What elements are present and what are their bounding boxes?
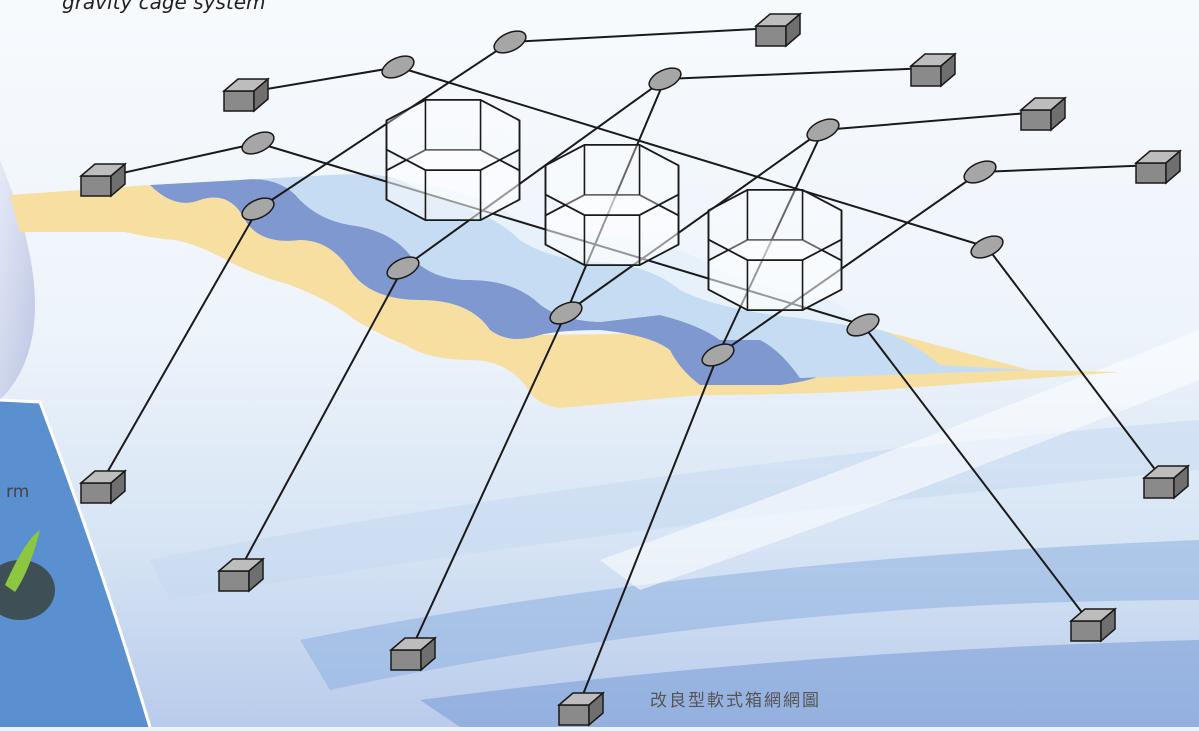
float-buoy-icon xyxy=(963,160,997,184)
deep-water-band xyxy=(150,179,830,385)
float-buoy-icon xyxy=(386,256,420,280)
anchor-block-icon xyxy=(1068,607,1118,643)
float-buoy-icon xyxy=(648,67,682,91)
mooring-line xyxy=(509,27,776,43)
cutoff-heading-text: gravity cage system xyxy=(62,0,266,14)
mooring-line xyxy=(99,142,259,179)
swoosh-3 xyxy=(420,640,1199,727)
mooring-lines xyxy=(99,27,1164,708)
mooring-line xyxy=(822,111,1041,131)
octagonal-net-cage-icon xyxy=(544,143,680,267)
float-buoy-icon xyxy=(846,313,880,337)
anchor-block-icon xyxy=(1018,96,1068,132)
mooring-line xyxy=(99,208,259,486)
float-buoy-icon xyxy=(549,301,583,325)
left-panel-edge xyxy=(0,398,152,728)
anchor-block-icon xyxy=(1141,464,1191,500)
mooring-line xyxy=(397,66,988,248)
diagram-caption: 改良型軟式箱網網圖 xyxy=(650,691,821,711)
mooring-line xyxy=(402,78,666,269)
mooring-line xyxy=(664,67,931,80)
anchor-block-icon xyxy=(753,12,803,48)
left-panel-lower xyxy=(0,400,150,727)
anchor-block-icon xyxy=(388,636,438,672)
cutoff-side-text: rm xyxy=(6,482,30,502)
logo-mark xyxy=(5,530,40,592)
anchor-block-icon xyxy=(908,52,958,88)
anchor-block-icon xyxy=(78,469,128,505)
mooring-line xyxy=(717,171,981,356)
octagonal-net-cage-icon xyxy=(385,98,521,222)
float-buoy-icon xyxy=(701,343,735,367)
float-buoys xyxy=(241,30,1004,367)
mooring-line xyxy=(409,312,567,653)
mooring-line xyxy=(565,129,824,314)
float-buoy-icon xyxy=(493,30,527,54)
float-buoy-icon xyxy=(381,55,415,79)
anchor-block-icon xyxy=(556,691,606,727)
mooring-line xyxy=(257,41,511,210)
float-buoy-icon xyxy=(806,118,840,142)
left-panel-upper xyxy=(0,160,35,400)
anchor-block-icon xyxy=(221,77,271,113)
float-buoy-icon xyxy=(241,131,275,155)
mooring-line xyxy=(979,164,1156,173)
mooring-line xyxy=(577,354,719,708)
net-cages xyxy=(385,98,843,312)
mooring-line xyxy=(862,324,1091,624)
anchor-blocks xyxy=(78,12,1191,727)
swoosh-2 xyxy=(300,540,1199,690)
float-buoy-icon xyxy=(970,235,1004,259)
octagonal-net-cage-icon xyxy=(707,188,843,312)
anchor-block-icon xyxy=(216,557,266,593)
mooring-line xyxy=(237,267,404,574)
anchor-block-icon xyxy=(78,162,128,198)
light-water-band xyxy=(240,174,1030,378)
float-buoy-icon xyxy=(241,197,275,221)
mooring-line xyxy=(986,246,1164,481)
anchor-block-icon xyxy=(1133,149,1183,185)
mooring-line xyxy=(242,66,399,94)
swoosh-4 xyxy=(600,330,1199,590)
